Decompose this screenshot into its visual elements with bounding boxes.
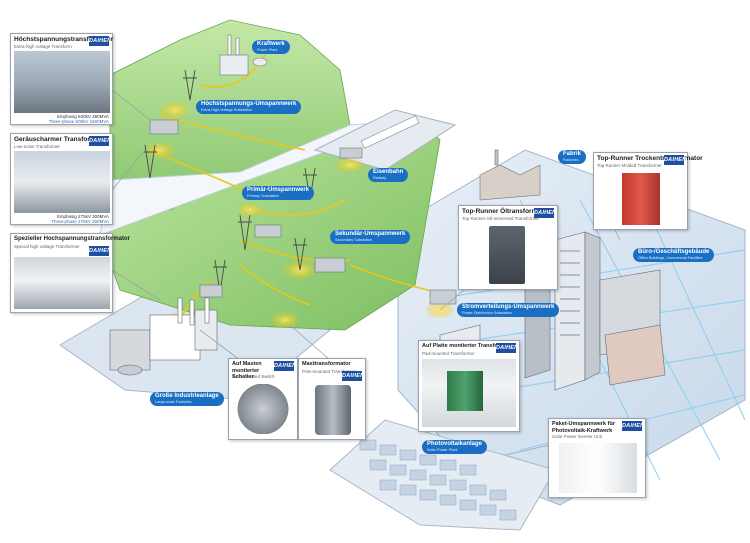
transformer-photo (14, 51, 110, 113)
pylons (143, 69, 317, 293)
card-top-runner-oil-transformer: Top-Runner Öltransformator Top Runner Oi… (458, 205, 558, 290)
inverter-photo (559, 443, 637, 493)
daihen-logo: DAIHEN (496, 343, 519, 353)
transformer-photo (14, 257, 110, 309)
card-title: Spezieller Hochspannungstransformator (14, 236, 131, 242)
factory-buildings (479, 149, 541, 201)
card-pole-mounted-switch: Auf Masten montierter Schalter Pole-moun… (228, 358, 298, 440)
power-plant (219, 34, 268, 76)
card-title: Top-Runner Trockentransformator (597, 155, 703, 162)
card-subtitle: Top Runner Molded Transformer (597, 163, 662, 168)
daihen-logo: DAIHEN (664, 155, 687, 165)
card-title: Geräuscharmer Transformator (14, 136, 108, 143)
card-title: Auf Platte montierter Transformator (422, 343, 516, 349)
transformer-photo (14, 151, 110, 213)
transformer-photo (622, 173, 660, 225)
card-title: Auf Masten montierter Schalter (232, 361, 262, 380)
card-caption-en: Three-phase 275kV 300MVA (51, 219, 109, 224)
card-title: Top-Runner Öltransformator (462, 208, 550, 215)
switch-photo (237, 384, 289, 434)
substation-blocks (149, 119, 457, 305)
card-subtitle: Pole-mounted Transformer (302, 369, 356, 374)
card-low-noise-transformer: Geräuscharmer Transformator Low-noise Tr… (10, 133, 113, 225)
daihen-logo: DAIHEN (342, 371, 365, 381)
card-subtitle: Special high voltage Transformer (14, 244, 80, 249)
daihen-logo: DAIHEN (622, 421, 645, 431)
solar-panels (359, 439, 517, 521)
daihen-logo: DAIHEN (274, 361, 297, 371)
card-caption: Einphasig 275kV 300MVA (57, 214, 109, 219)
daihen-logo: DAIHEN (89, 246, 112, 256)
card-caption-en: Three-phase 500kV 1500MVA (48, 119, 109, 124)
card-title: Höchstspannungstransformator (14, 36, 114, 43)
daihen-logo: DAIHEN (89, 36, 112, 46)
daihen-logo: DAIHEN (534, 208, 557, 218)
card-subtitle: Pad-mounted Transformer (422, 351, 475, 356)
industrial-plant (109, 297, 218, 376)
card-subtitle: Top Runner Oil-Immersed Transformer (462, 216, 540, 221)
railway-train (360, 115, 420, 149)
card-title: Paket-Umspannwerk für Photovoltaik-Kraft… (552, 421, 615, 434)
transformer-photo (489, 226, 525, 284)
card-top-runner-dry-transformer: Top-Runner Trockentransformator Top Runn… (593, 152, 703, 230)
card-special-transformer: Spezieller Hochspannungstransformator Sp… (10, 233, 130, 313)
card-subtitle: Pole-mounted Switch (232, 374, 275, 379)
card-subtitle: Extra-high voltage Transform (14, 44, 72, 49)
building-windows (560, 250, 580, 336)
card-solar-package-substation: Paket-Umspannwerk für Photovoltaik-Kraft… (548, 418, 646, 498)
card-title: Masttransformator (302, 361, 351, 367)
card-pad-mounted-transformer: Auf Platte montierter Transformator Pad-… (418, 340, 520, 432)
card-pole-mounted-transformer: Masttransformator Pole-mounted Transform… (298, 358, 366, 440)
card-extra-high-voltage-transformer: Höchstspannungstransformator Extra-high … (10, 33, 113, 125)
card-caption: Einphasig 500kV 380MVA (57, 114, 109, 119)
transformer-box (447, 371, 483, 411)
daihen-logo: DAIHEN (89, 136, 112, 146)
card-subtitle: Solar Power inverter Unit (552, 434, 603, 439)
transformer-photo (315, 385, 351, 435)
card-subtitle: Low-noise Transformer (14, 144, 61, 149)
